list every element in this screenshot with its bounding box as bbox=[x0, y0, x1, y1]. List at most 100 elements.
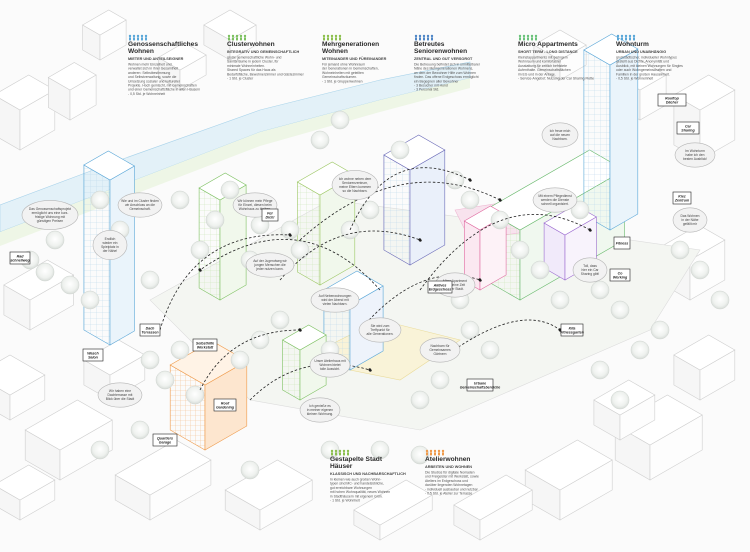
amenity-label-text: Fitness bbox=[616, 241, 629, 245]
tree bbox=[610, 300, 630, 320]
arc-end-marker bbox=[588, 228, 592, 232]
person-icon bbox=[430, 34, 434, 38]
person-icon bbox=[629, 37, 631, 41]
category-description: - 3 Personal Std. bbox=[414, 88, 439, 92]
tree-crown bbox=[480, 340, 500, 360]
amenity-label-text: Quartiers bbox=[157, 436, 173, 440]
person-icon bbox=[527, 37, 529, 41]
speech-bubble-text: besten Ausblick! bbox=[683, 157, 707, 161]
person-icon bbox=[423, 37, 425, 41]
connection-arc bbox=[199, 329, 301, 391]
tree bbox=[445, 170, 465, 190]
amenity-label-text: Dich! bbox=[266, 215, 276, 219]
tree-crown bbox=[490, 210, 510, 230]
tree bbox=[670, 240, 690, 260]
tree-crown bbox=[80, 290, 100, 310]
tree-crown bbox=[130, 420, 150, 440]
tree bbox=[570, 200, 590, 220]
block-roof bbox=[47, 62, 97, 91]
person-icon bbox=[427, 37, 429, 41]
category-description: gestellt aus Dichte, Anonymität und bbox=[616, 60, 669, 64]
category-description: Die Studios für digitale Nomaden bbox=[425, 471, 475, 475]
context-block bbox=[114, 439, 212, 521]
person-icon bbox=[437, 449, 441, 453]
tree bbox=[130, 420, 150, 440]
connection-arc bbox=[199, 239, 381, 291]
block-roof bbox=[673, 334, 736, 371]
block-roof bbox=[0, 74, 56, 111]
block-roof bbox=[583, 33, 639, 66]
category-description: oder auch Wohngemeinschaften und bbox=[616, 68, 671, 72]
tree-crown bbox=[590, 280, 610, 300]
tree-crown bbox=[590, 360, 610, 380]
tree bbox=[370, 440, 390, 460]
category-title: Micro Appartments bbox=[518, 41, 578, 48]
tree-crown bbox=[430, 370, 450, 390]
speech-bubble-text: für Einzel, diesen beim bbox=[238, 203, 272, 207]
person-icon bbox=[419, 37, 421, 41]
amenity-label-box bbox=[466, 378, 494, 392]
person-icon bbox=[322, 34, 326, 38]
amenity-label-text: Werkstatt bbox=[197, 345, 214, 349]
speech-bubble-shape bbox=[674, 142, 716, 168]
tree bbox=[170, 340, 190, 360]
tree-crown bbox=[670, 240, 690, 260]
speech-bubble-text: Wohnhaus zu bleiben. bbox=[239, 207, 272, 211]
tree-crown bbox=[140, 350, 160, 370]
amenity-label-text: Gardening bbox=[216, 405, 235, 409]
context-block bbox=[524, 439, 613, 521]
person-icon bbox=[625, 37, 627, 41]
tree-crown bbox=[190, 240, 210, 260]
block-roof bbox=[353, 479, 433, 526]
tree bbox=[360, 200, 380, 220]
category-description: minimale Wohneinheiten. bbox=[227, 64, 265, 68]
speech-bubble-text: Gemeinschaft. bbox=[129, 207, 150, 211]
amenity-label-text: Dach bbox=[146, 326, 156, 330]
tree-crown bbox=[460, 320, 480, 340]
speech-bubble-text: kleinen Wohnung. bbox=[307, 412, 333, 416]
person-icon bbox=[339, 37, 341, 41]
context-block bbox=[47, 62, 97, 121]
category-description: im EG und in der Anlage. bbox=[518, 72, 556, 76]
category-description: in Stadthäusern mit eigenem Grün. bbox=[330, 494, 383, 498]
person-icon bbox=[414, 34, 418, 38]
amenity-label-box bbox=[9, 251, 31, 265]
amenity-label-box bbox=[139, 323, 161, 337]
person-icon bbox=[339, 452, 341, 456]
category-description: großstädtischer, individueller Wohntypus bbox=[616, 56, 677, 60]
context-block bbox=[614, 394, 703, 481]
category-title: Betreutes bbox=[414, 41, 445, 48]
speech-bubble-text: jungen Menschen die bbox=[253, 263, 286, 267]
speech-bubble-text: Dachterrasse mit bbox=[108, 393, 133, 397]
amenity-label-box bbox=[560, 323, 584, 337]
arc-end-marker bbox=[298, 328, 302, 332]
tree bbox=[270, 310, 290, 330]
person-icon bbox=[616, 34, 620, 38]
category-description: Nähe des Mehrgenerationen Wohnens, bbox=[414, 67, 473, 71]
arc-end-marker bbox=[478, 278, 482, 282]
tree bbox=[650, 320, 670, 340]
person-icon bbox=[323, 37, 325, 41]
amenity-label-box bbox=[213, 398, 237, 412]
person-icon bbox=[144, 34, 148, 38]
speech-bubble-text: werden die Dienste bbox=[541, 198, 569, 202]
category-description: mit hohen Wohnqualität, neues Wohnen bbox=[330, 490, 390, 494]
block-roof bbox=[83, 150, 136, 181]
category-description: Kleinstappartments mit geringem bbox=[518, 56, 568, 60]
person-icon bbox=[523, 37, 525, 41]
speech-bubble-text: Wie und im Cluster finden bbox=[121, 199, 159, 203]
tree bbox=[205, 210, 225, 230]
context-block bbox=[673, 334, 736, 401]
tree-crown bbox=[360, 200, 380, 220]
amenity-label-box bbox=[427, 280, 453, 294]
amenity-label-text: Selbsthilfe bbox=[196, 341, 214, 345]
